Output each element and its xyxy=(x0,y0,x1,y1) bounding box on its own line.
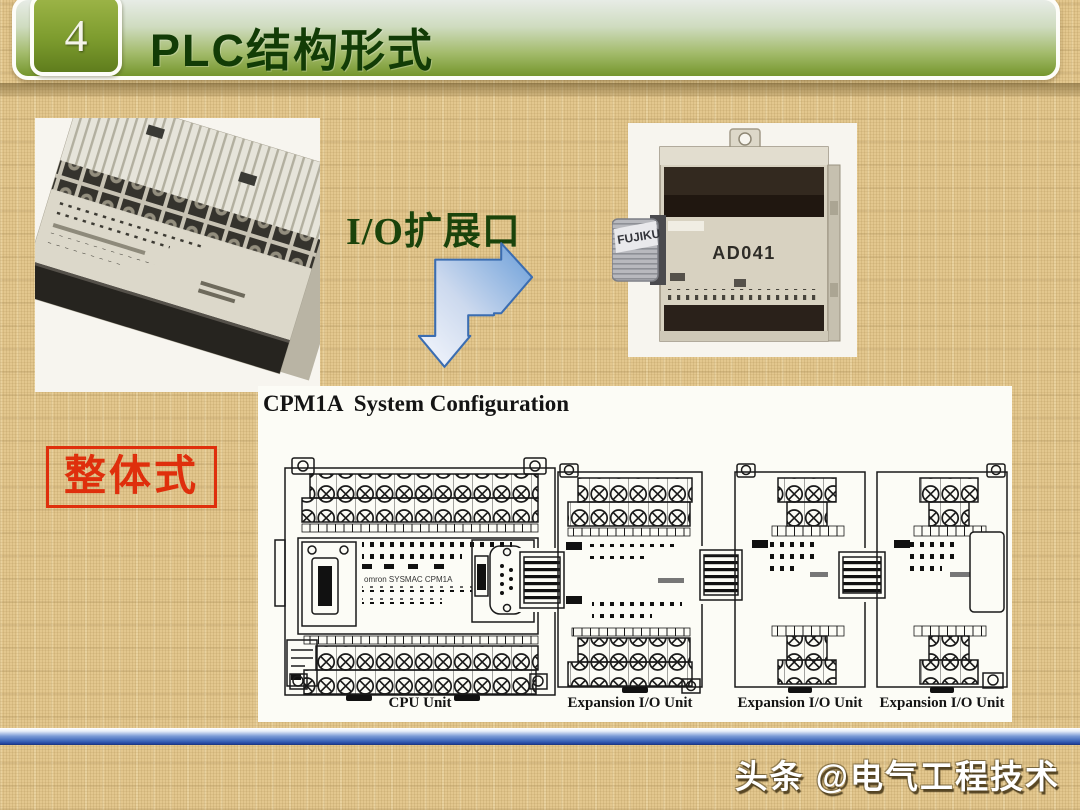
unit-label-cpu: CPU Unit xyxy=(388,695,452,711)
diagram-title: CPM1A System Configuration xyxy=(263,391,570,416)
unit-label-expansion-2: Expansion I/O Unit xyxy=(737,695,863,711)
unit-label-expansion-3: Expansion I/O Unit xyxy=(879,695,1005,711)
slide-number: 4 xyxy=(64,9,88,61)
structure-type-text: 整体式 xyxy=(63,454,199,500)
io-expansion-label: I/O扩展口 xyxy=(346,211,521,253)
page-title: PLC结构形式 xyxy=(150,25,435,76)
elbow-arrow-shape xyxy=(417,242,534,368)
system-configuration-drawing: omron SYSMAC CPM1A xyxy=(274,457,1008,701)
cpu-plc-illustration xyxy=(18,88,371,392)
slide-number-badge: 4 xyxy=(30,0,122,76)
footer-watermark: 头条 @电气工程技术 xyxy=(734,758,1060,795)
cpu-faceplate-text: omron SYSMAC CPM1A xyxy=(364,575,453,584)
module-model-text: AD041 xyxy=(712,243,776,263)
unit-label-expansion-1: Expansion I/O Unit xyxy=(567,695,693,711)
expansion-module-illustration: AD041 FUJIKU xyxy=(611,123,857,357)
footer-divider-bar xyxy=(0,728,1080,745)
cpu-plc-photo xyxy=(18,88,371,392)
elbow-arrow xyxy=(417,238,538,372)
expansion-module-photo: AD041 FUJIKU xyxy=(611,123,857,357)
structure-type-box: 整体式 xyxy=(46,446,217,508)
cable-brand-text: FUJIKU xyxy=(616,226,661,247)
header-shadow xyxy=(0,83,1080,96)
header-banner xyxy=(12,0,1060,80)
system-configuration-diagram: omron SYSMAC CPM1A CPM1A System Configur… xyxy=(258,386,1012,722)
